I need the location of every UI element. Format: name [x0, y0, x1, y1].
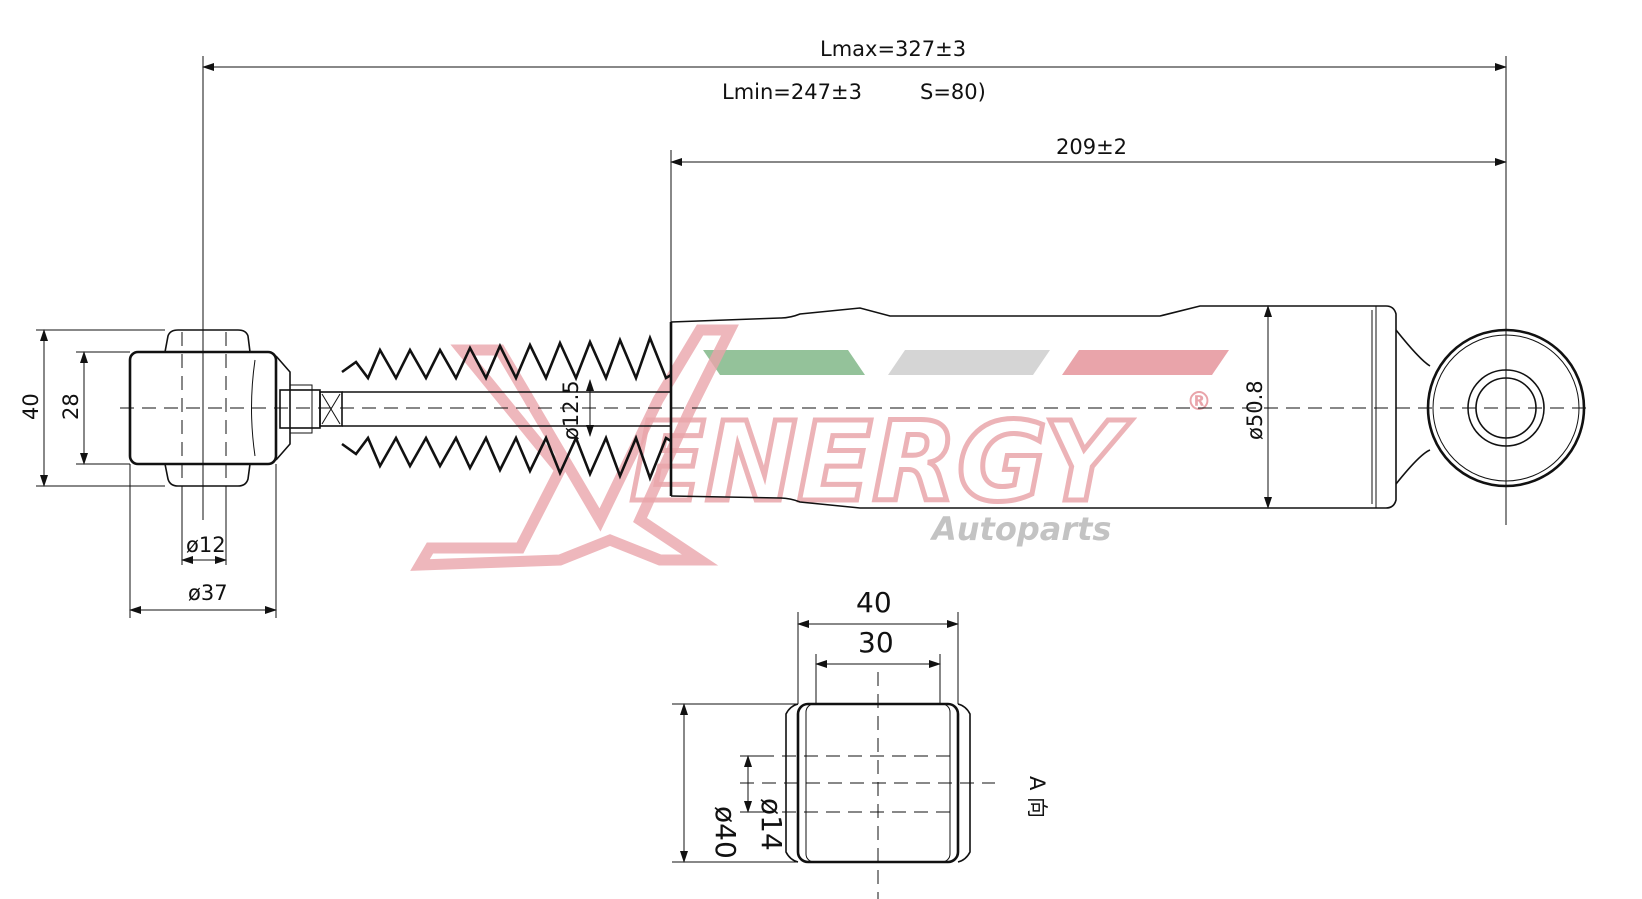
- bushing-width-inner-label: 30: [858, 626, 894, 659]
- bushing-inner-diameter-label: ø14: [755, 798, 788, 851]
- watermark-brand: ENERGY: [630, 398, 1132, 526]
- left-eye-dimensions: 40 28 ø12 ø37: [19, 329, 277, 618]
- bushing-width-outer-label: 40: [856, 586, 892, 619]
- watermark-green-stripe: [703, 350, 865, 375]
- bolt-diameter-label: ø12: [186, 533, 226, 557]
- bushing-outer-diameter-label: ø40: [709, 806, 742, 859]
- view-label: A 向: [1025, 776, 1049, 818]
- body-length-label: 209±2: [1056, 135, 1127, 159]
- left-eye-mount: [128, 329, 343, 487]
- body-diameter-label: ø50.8: [1243, 380, 1267, 440]
- watermark-registered: ®: [1186, 387, 1212, 417]
- watermark-x-mark: [410, 324, 739, 571]
- lmax-label: Lmax=327±3: [820, 37, 966, 61]
- eye-width-label: ø37: [188, 581, 228, 605]
- damper-body: ø50.8: [669, 305, 1431, 509]
- lmin-label: Lmin=247±3: [722, 80, 862, 104]
- dust-bellows: ø12.5: [341, 334, 672, 482]
- watermark-sub: Autoparts: [929, 510, 1111, 548]
- top-dimensions: Lmax=327±3 Lmin=247±3 S=80) 209±2: [202, 37, 1507, 525]
- bushing-detail: 40 30 ø40 ø14 A 向: [672, 586, 1049, 899]
- watermark-red-stripe: [1062, 350, 1229, 375]
- eye-height-outer-label: 40: [19, 393, 43, 420]
- stroke-label: S=80): [920, 80, 986, 104]
- watermark-gray-stripe: [888, 350, 1050, 375]
- watermark: ENERGY ® Autoparts: [410, 324, 1229, 571]
- right-eye-mount: [1426, 328, 1586, 488]
- eye-height-inner-label: 28: [59, 393, 83, 420]
- rod-diameter-label: ø12.5: [559, 380, 583, 440]
